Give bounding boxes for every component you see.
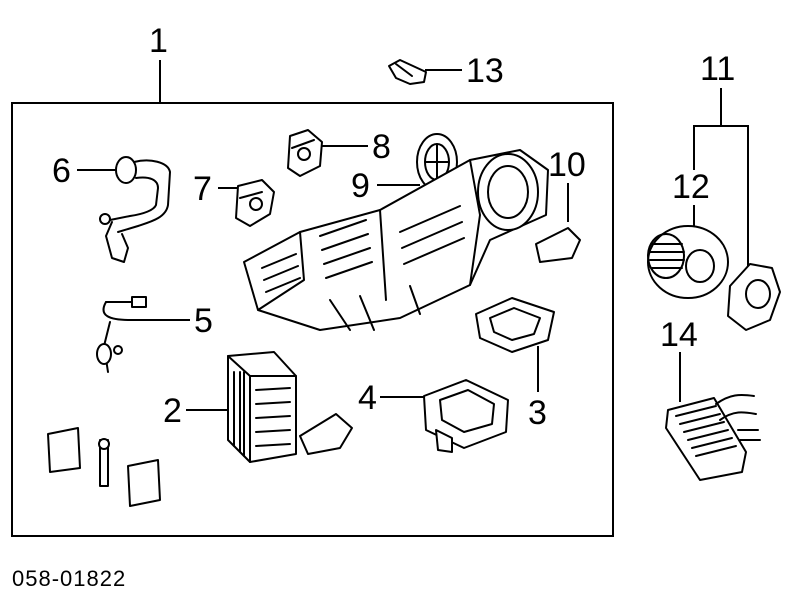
callout-5: 5 bbox=[194, 302, 213, 340]
callout-6: 6 bbox=[52, 152, 71, 190]
part-2-core bbox=[227, 351, 297, 463]
part-10-pad bbox=[535, 227, 581, 263]
part-14-core bbox=[665, 394, 761, 481]
callout-2: 2 bbox=[163, 392, 182, 430]
callout-13: 13 bbox=[466, 52, 504, 90]
assembly-frame bbox=[11, 102, 614, 537]
callout-9: 9 bbox=[351, 167, 370, 205]
part-pad-a bbox=[47, 427, 81, 473]
part-12-blower bbox=[647, 225, 729, 299]
part-11-cover bbox=[727, 263, 781, 331]
part-13-clip bbox=[388, 59, 427, 85]
part-3-pan bbox=[475, 297, 555, 353]
callout-11: 11 bbox=[700, 50, 736, 88]
part-7-actuator bbox=[235, 179, 275, 227]
callout-4: 4 bbox=[358, 379, 377, 417]
callout-3: 3 bbox=[528, 394, 547, 432]
part-8-actuator bbox=[287, 129, 323, 177]
diagram-code: 058-01822 bbox=[12, 566, 127, 591]
callout-12: 12 bbox=[672, 168, 710, 206]
part-4-pan bbox=[423, 379, 509, 453]
callout-10: 10 bbox=[548, 146, 586, 184]
callout-8: 8 bbox=[372, 128, 391, 166]
part-pin bbox=[98, 438, 110, 487]
callout-7: 7 bbox=[193, 170, 212, 208]
callout-14: 14 bbox=[660, 316, 698, 354]
callout-1: 1 bbox=[149, 22, 168, 60]
part-pad-b bbox=[127, 459, 161, 507]
part-5-sensor bbox=[96, 296, 147, 373]
part-seal bbox=[299, 413, 353, 455]
part-heater-unit bbox=[243, 149, 549, 331]
part-6-hose bbox=[99, 156, 171, 263]
